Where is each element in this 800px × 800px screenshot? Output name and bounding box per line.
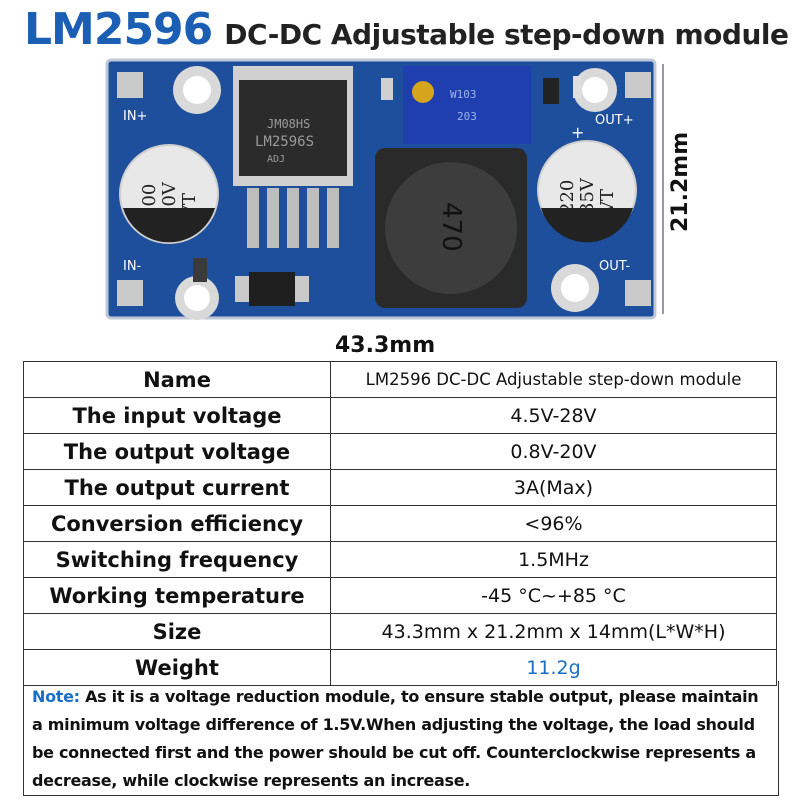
mounting-holes [173, 66, 617, 320]
input-capacitor: 100 50V VT [119, 144, 219, 244]
model-title: LM2596 [24, 4, 213, 55]
spec-key: Name [23, 361, 331, 398]
note-box: Note: As it is a voltage reduction modul… [23, 681, 779, 796]
spec-value: 43.3mm x 21.2mm x 14mm(L*W*H) [330, 613, 777, 650]
module-subtitle: DC-DC Adjustable step-down module [224, 18, 789, 51]
page-title: LM2596 DC-DC Adjustable step-down module [24, 4, 789, 56]
spec-value: <96% [330, 505, 777, 542]
note-label: Note: [32, 687, 80, 706]
width-dimension: 21.2mm [668, 131, 693, 232]
spec-key: The output voltage [23, 433, 331, 470]
spec-key: The output current [23, 469, 331, 506]
spec-key: Size [23, 613, 331, 650]
pin-out-plus: OUT+ [595, 113, 634, 128]
svg-text:ADJ: ADJ [267, 154, 285, 165]
svg-text:VT: VT [597, 189, 618, 215]
diode [249, 272, 295, 306]
svg-text:JM08HS: JM08HS [267, 117, 310, 131]
lm2596-chip: JM08HS LM2596S ADJ [233, 66, 353, 248]
svg-text:W103: W103 [450, 88, 477, 101]
spec-value: LM2596 DC-DC Adjustable step-down module [330, 361, 777, 398]
note-text: As it is a voltage reduction module, to … [32, 687, 759, 790]
output-capacitor: 220 35V VT [537, 140, 637, 243]
svg-text:203: 203 [457, 110, 477, 123]
spec-value: 1.5MHz [330, 541, 777, 578]
spec-value: -45 °C~+85 °C [330, 577, 777, 614]
spec-value: 4.5V-28V [330, 397, 777, 434]
spec-key: Conversion efficiency [23, 505, 331, 542]
inductor: 470 [375, 148, 527, 308]
pin-out-minus: OUT- [599, 259, 630, 274]
spec-value: 3A(Max) [330, 469, 777, 506]
product-photo: IN+ IN- OUT+ OUT- + JM08HS LM2596S ADJ [105, 58, 665, 335]
spec-key: Switching frequency [23, 541, 331, 578]
svg-text:220: 220 [557, 180, 578, 214]
table-row: Conversion efficiency<96% [23, 505, 777, 542]
pin-in-plus: IN+ [123, 109, 147, 124]
svg-text:470: 470 [436, 202, 466, 252]
table-row: Working temperature-45 °C~+85 °C [23, 577, 777, 614]
spec-key: Working temperature [23, 577, 331, 614]
potentiometer: W103 203 [403, 66, 531, 144]
length-dimension: 43.3mm [335, 333, 436, 358]
svg-text:VT: VT [179, 193, 200, 219]
svg-text:50V: 50V [159, 181, 180, 218]
spec-value-weight: 11.2g [330, 649, 777, 686]
spec-value: 0.8V-20V [330, 433, 777, 470]
plus-sign: + [571, 123, 584, 142]
pcb-illustration: IN+ IN- OUT+ OUT- + JM08HS LM2596S ADJ [105, 58, 664, 335]
spec-key: The input voltage [23, 397, 331, 434]
svg-text:LM2596S: LM2596S [255, 134, 314, 150]
pin-in-minus: IN- [123, 259, 142, 274]
svg-text:100: 100 [139, 184, 160, 218]
svg-text:35V: 35V [577, 177, 598, 214]
